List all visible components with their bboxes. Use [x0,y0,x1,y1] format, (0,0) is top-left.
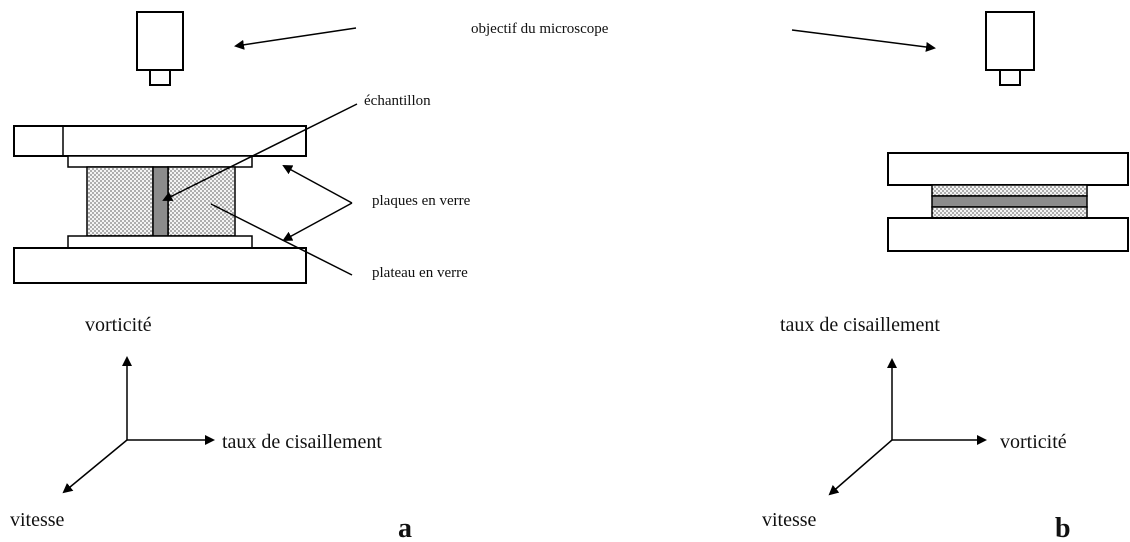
panel-a-apparatus [13,11,307,284]
axes-a [62,356,215,494]
top-glass-stage-b [887,152,1129,186]
glass-plate-arrow-top [282,165,353,204]
sample-arrow [162,103,358,201]
microscope-label: objectif du microscope [471,21,609,37]
microscope-objective-a-icon [136,11,184,86]
sample-b [931,195,1088,208]
glass-plate-arrow-bottom [282,202,353,241]
glass-stage-line [210,203,353,276]
dotted-medium-bottom-b [931,206,1088,219]
microscope-arrow-b [791,29,936,52]
dotted-medium-right-a [167,166,236,237]
axes-b [828,358,987,496]
bottom-glass-plate-a [67,235,253,249]
sample-label: échantillon [364,93,431,109]
glass-plates-label: plaques en verre [372,193,471,209]
bottom-glass-stage-b [887,217,1129,252]
glass-stage-label: plateau en verre [372,265,468,281]
bottom-glass-stage-a [13,247,307,284]
sample-a [152,166,169,237]
axis-b-up-label: taux de cisaillement [780,314,940,336]
axis-a-up-label: vorticité [85,314,152,336]
top-glass-stage-a [13,125,307,157]
axis-b-right-label: vorticité [1000,431,1067,453]
microscope-objective-b-icon [985,11,1035,86]
callout-arrows [162,27,936,276]
panel-b-apparatus [887,11,1129,252]
dotted-medium-left-a [86,166,154,237]
axis-a-diag [62,439,128,494]
panel-b-letter: b [1055,513,1071,542]
axis-b-diag [828,439,893,496]
axis-b-diag-label: vitesse [762,509,817,531]
panel-a-letter: a [398,513,412,542]
axis-a-right-label: taux de cisaillement [222,431,382,453]
axis-a-diag-label: vitesse [10,509,65,531]
microscope-arrow-a [234,27,357,50]
dotted-medium-top-b [931,184,1088,197]
top-glass-plate-a [67,155,253,168]
